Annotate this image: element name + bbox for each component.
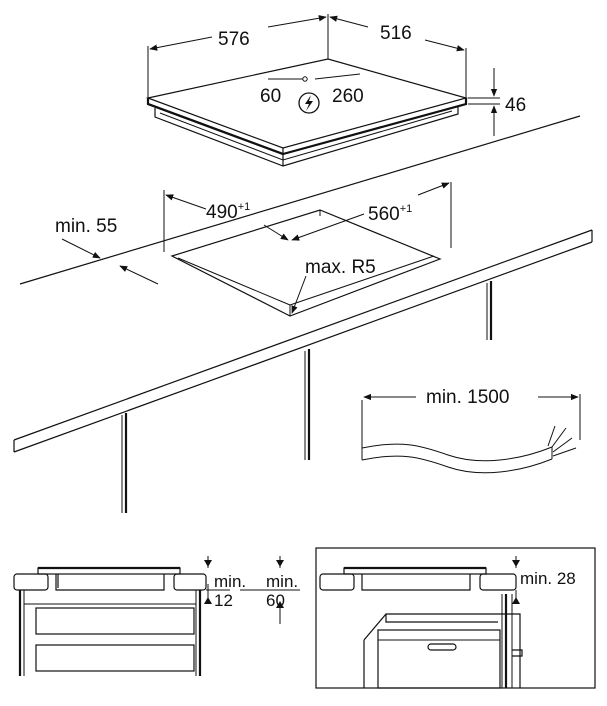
worktop <box>13 115 593 453</box>
hob-dimension-lines <box>147 14 500 136</box>
gap-min-label: min. <box>214 572 246 591</box>
min-gap-label: min. 28 <box>520 569 576 588</box>
corner-radius-label: max. R5 <box>305 257 376 278</box>
hob-height-label: 46 <box>505 95 526 116</box>
section-left-drawing <box>13 556 300 676</box>
cable-length-label: min. 1500 <box>426 387 509 408</box>
cutout-depth-label: 560+1 <box>368 203 412 225</box>
hob-drawing <box>145 58 469 167</box>
section-right-drawing <box>315 547 596 689</box>
cable-offset-right-label: 260 <box>332 86 364 107</box>
hob-width-label: 576 <box>218 29 250 50</box>
gap-min-value: 12 <box>214 591 233 610</box>
side-min-value: 60 <box>266 591 285 610</box>
cutout-width-label: 490+1 <box>206 201 250 223</box>
power-cable <box>361 393 581 474</box>
cutout <box>170 209 442 317</box>
worktop-legs <box>121 281 493 513</box>
hob-depth-label: 516 <box>380 23 412 44</box>
side-min-label: min. <box>266 572 298 591</box>
cable-offset-left-label: 60 <box>260 86 281 107</box>
lightning-icon <box>298 92 320 114</box>
min-edge-label: min. 55 <box>55 216 117 237</box>
cutout-dimension-lines <box>61 182 452 314</box>
